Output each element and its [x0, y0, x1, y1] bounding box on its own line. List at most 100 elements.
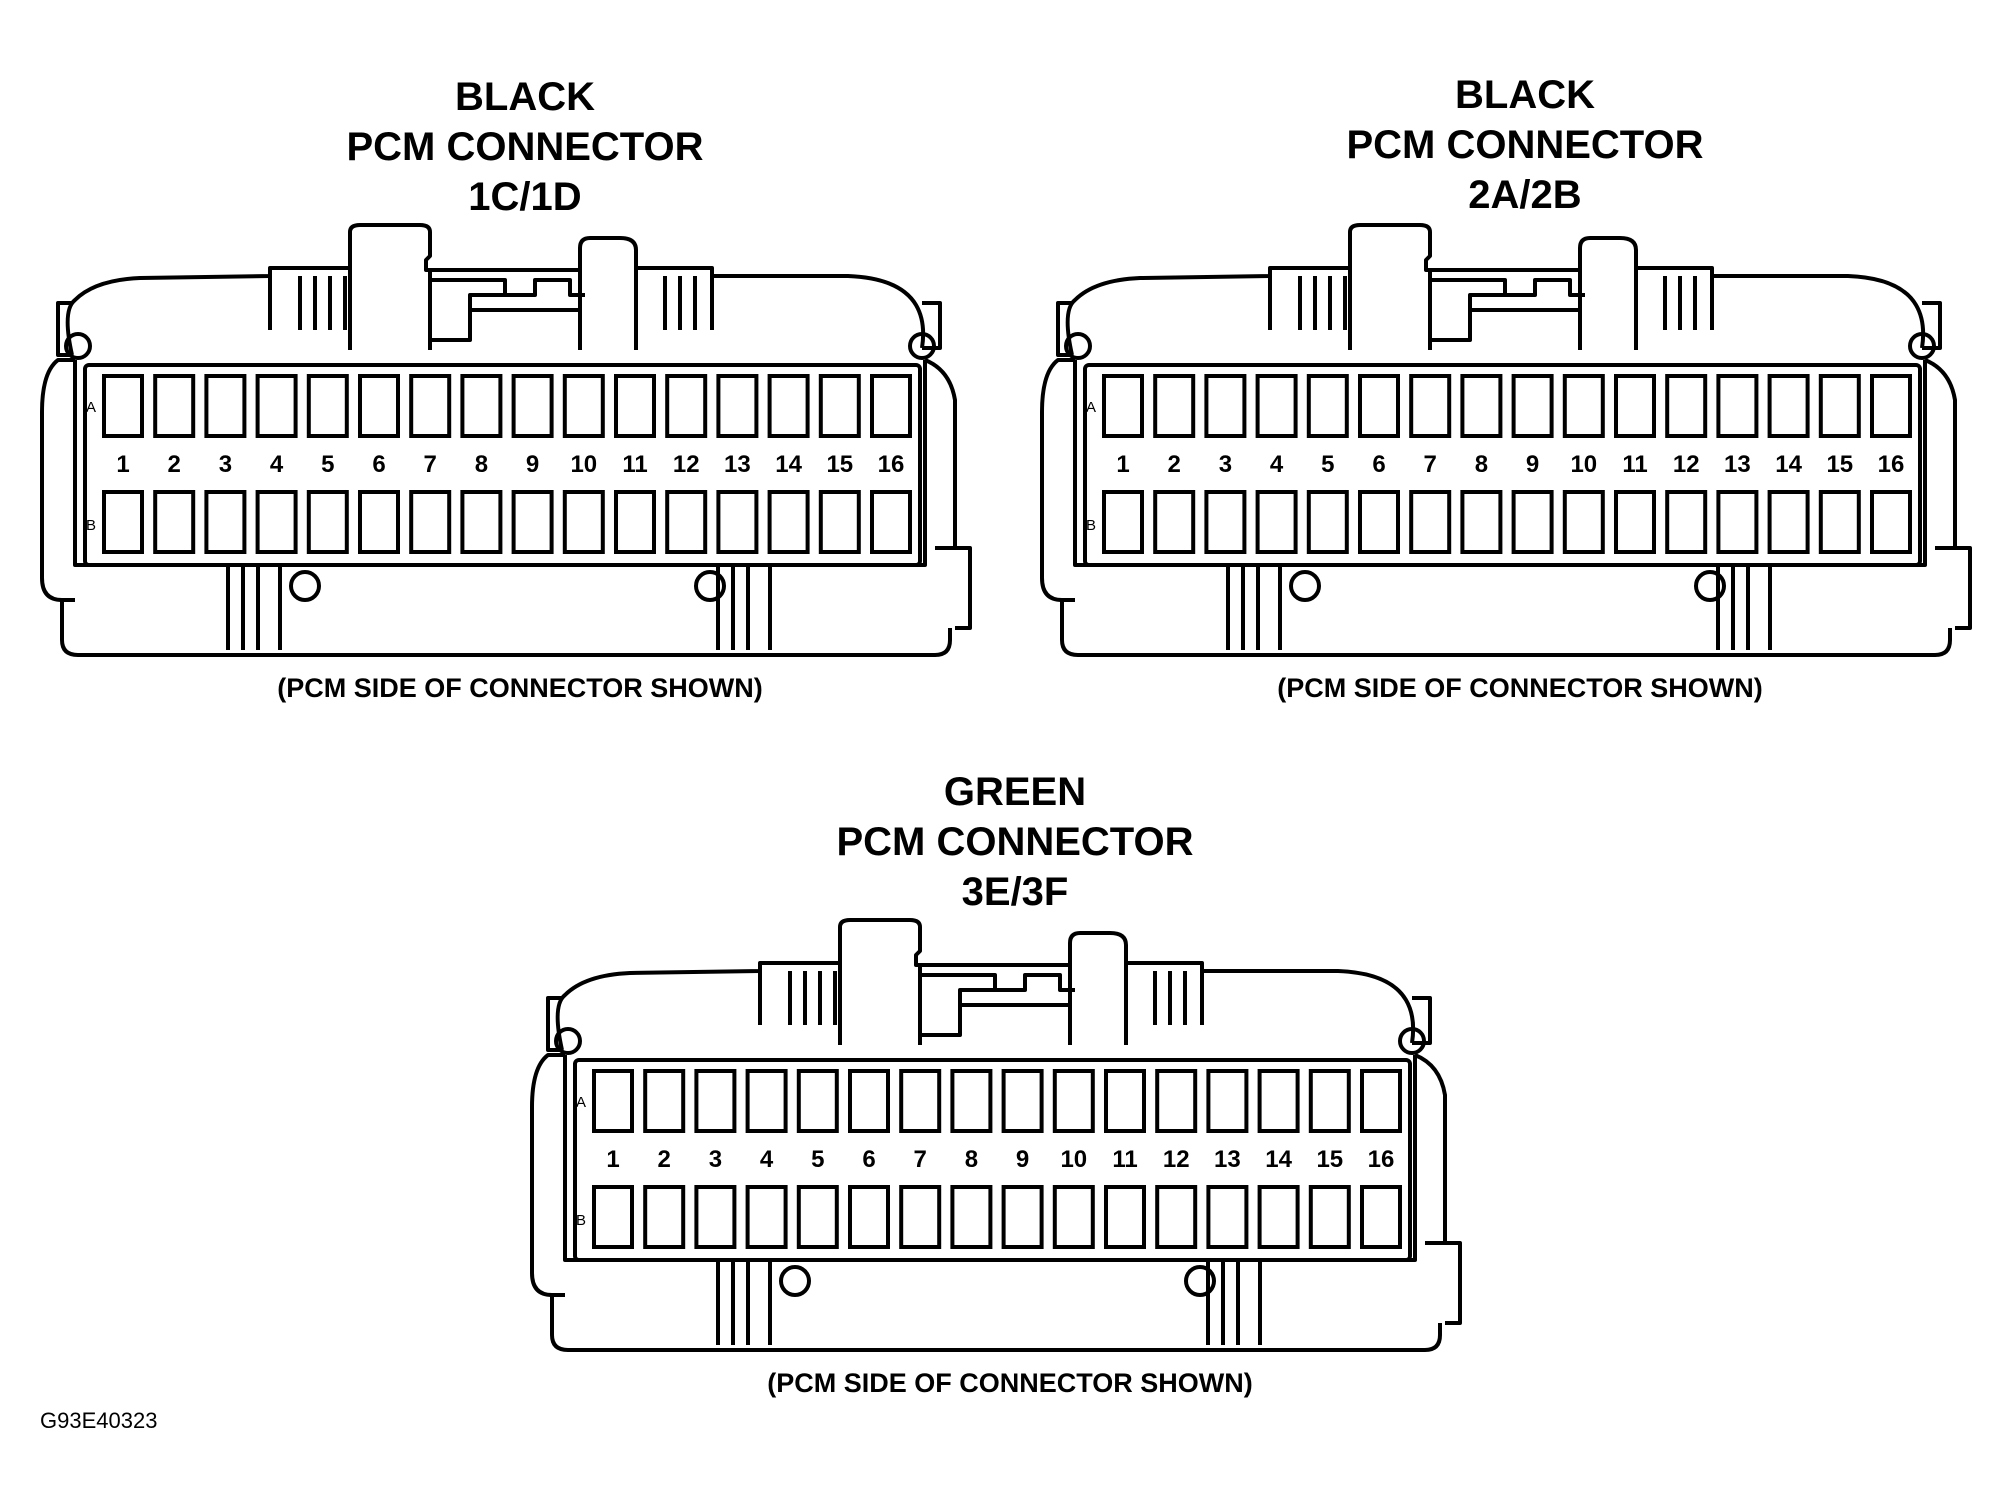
pin-cavity-a14	[1767, 374, 1810, 438]
pin-cavity-b7	[899, 1185, 942, 1249]
pin-cavity-a13	[1716, 374, 1759, 438]
pin-cavity-b1	[1102, 490, 1144, 554]
pin-cavity-a15	[1308, 1069, 1351, 1133]
pin-cavity-b6	[848, 1185, 890, 1249]
pin-number: 1	[606, 1146, 619, 1173]
pin-number: 15	[1316, 1146, 1343, 1173]
connector-color-label: GREEN	[944, 770, 1086, 814]
pin-cavity-a5	[1306, 374, 1349, 438]
pin-cavity-b5	[306, 490, 349, 554]
pin-cavity-b12	[665, 490, 708, 554]
row-label-a: A	[1086, 399, 1096, 416]
pin-number: 14	[1775, 451, 1802, 478]
pin-number: 3	[709, 1146, 722, 1173]
pin-cavity-a4	[745, 1069, 788, 1133]
connector-name-label: PCM CONNECTOR	[1346, 123, 1703, 167]
pin-cavity-a10	[1052, 1069, 1095, 1133]
pin-number: 11	[1112, 1146, 1137, 1173]
pin-cavity-a1	[1102, 374, 1144, 438]
pin-number: 7	[424, 451, 437, 478]
pin-cavity-a5	[796, 1069, 839, 1133]
pin-cavity-b4	[255, 490, 298, 554]
pin-cavity-a1	[592, 1069, 634, 1133]
pin-cavity-a14	[767, 374, 810, 438]
pin-cavity-b13	[1716, 490, 1759, 554]
pin-cavity-b4	[745, 1185, 788, 1249]
connector-color-label: BLACK	[1455, 73, 1595, 117]
pin-number: 6	[862, 1146, 875, 1173]
pin-cavity-a3	[204, 374, 247, 438]
pin-cavity-b8	[460, 490, 503, 554]
pin-cavity-a12	[1665, 374, 1708, 438]
pin-cavity-b6	[1358, 490, 1400, 554]
pin-cavity-b16	[1360, 1185, 1402, 1249]
pin-number: 1	[1116, 451, 1129, 478]
pin-cavity-b15	[818, 490, 861, 554]
pin-cavity-a16	[1870, 374, 1912, 438]
pin-cavity-b9	[511, 490, 554, 554]
pin-cavity-b3	[694, 1185, 737, 1249]
pin-cavity-a1	[102, 374, 144, 438]
pin-cavity-a16	[1360, 1069, 1402, 1133]
pin-number: 2	[1168, 451, 1181, 478]
pin-cavity-b2	[153, 490, 196, 554]
pin-number: 16	[1368, 1146, 1395, 1173]
pin-cavity-a2	[1153, 374, 1196, 438]
figure-id: G93E40323	[40, 1408, 157, 1433]
connector-housing	[530, 918, 1462, 1352]
pin-cavity-a8	[1460, 374, 1503, 438]
pin-cavity-a11	[1104, 1069, 1146, 1133]
pin-number: 9	[1526, 451, 1539, 478]
connector-name-label: PCM CONNECTOR	[346, 125, 703, 169]
pin-number: 6	[1372, 451, 1385, 478]
pin-cavity-a3	[1204, 374, 1247, 438]
pin-cavity-a6	[358, 374, 400, 438]
pin-cavity-b10	[1562, 490, 1605, 554]
pin-number: 8	[1475, 451, 1488, 478]
pin-cavity-b9	[1511, 490, 1554, 554]
pin-cavity-b1	[592, 1185, 634, 1249]
pin-cavity-a14	[1257, 1069, 1300, 1133]
pin-number: 7	[914, 1146, 927, 1173]
pin-number: 11	[1622, 451, 1647, 478]
pin-cavity-b8	[1460, 490, 1503, 554]
pin-number: 4	[1270, 451, 1284, 478]
pin-cavity-a6	[1358, 374, 1400, 438]
pin-cavity-a3	[694, 1069, 737, 1133]
pin-cavity-b8	[950, 1185, 993, 1249]
row-label-b: B	[576, 1212, 586, 1229]
pin-cavity-b13	[1206, 1185, 1249, 1249]
pin-number: 2	[168, 451, 181, 478]
pin-number: 16	[878, 451, 905, 478]
pin-number: 16	[1878, 451, 1905, 478]
pin-cavity-b5	[796, 1185, 839, 1249]
pin-cavity-a13	[1206, 1069, 1249, 1133]
pin-cavity-a10	[562, 374, 605, 438]
pin-cavity-b2	[643, 1185, 686, 1249]
pin-cavity-a9	[1511, 374, 1554, 438]
pin-cavity-b12	[1665, 490, 1708, 554]
connector-id-label: 3E/3F	[962, 870, 1069, 914]
pin-cavity-a15	[1818, 374, 1861, 438]
pin-number: 3	[1219, 451, 1232, 478]
pin-number: 10	[1570, 451, 1597, 478]
pin-cavity-b14	[767, 490, 810, 554]
connector-housing	[1040, 223, 1972, 657]
pin-number: 13	[724, 451, 751, 478]
pin-number: 14	[1265, 1146, 1292, 1173]
pin-number: 6	[372, 451, 385, 478]
pin-cavity-a8	[950, 1069, 993, 1133]
pin-number: 4	[760, 1146, 774, 1173]
pin-cavity-b16	[1870, 490, 1912, 554]
connector-id-label: 1C/1D	[468, 175, 581, 219]
pin-number: 13	[1214, 1146, 1241, 1173]
pin-cavity-b4	[1255, 490, 1298, 554]
pin-number: 8	[475, 451, 488, 478]
pin-number: 15	[826, 451, 853, 478]
connector-name-label: PCM CONNECTOR	[836, 820, 1193, 864]
pin-number: 11	[622, 451, 647, 478]
connector-color-label: BLACK	[455, 75, 595, 119]
